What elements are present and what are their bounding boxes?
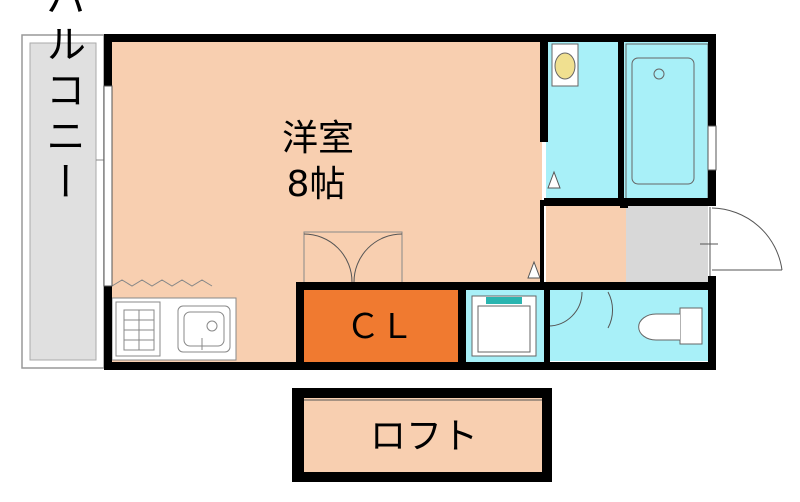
- closet-label: ＣＬ: [346, 307, 414, 347]
- room-name-label: 洋室: [282, 118, 354, 159]
- balcony: [21, 34, 116, 369]
- entrance: [626, 205, 708, 282]
- sink-icon: [177, 305, 231, 353]
- kitchen-zigzag: [111, 279, 213, 287]
- closet: [302, 288, 458, 362]
- loft-label: ロフト: [370, 416, 478, 457]
- washing-machine-icon: [471, 295, 537, 357]
- room-size-label: 8帖: [287, 164, 346, 205]
- kitchen: [111, 279, 237, 361]
- toilet-icon: [638, 307, 703, 345]
- basin-icon: [551, 43, 579, 87]
- entrance-door: [700, 207, 783, 280]
- balcony-label: バルコニー: [39, 0, 85, 207]
- loft: [292, 388, 552, 482]
- windows: [103, 85, 717, 287]
- door-mark: [527, 260, 541, 279]
- stove-icon: [123, 309, 155, 351]
- hallway: [546, 205, 626, 285]
- door-mark: [547, 170, 561, 189]
